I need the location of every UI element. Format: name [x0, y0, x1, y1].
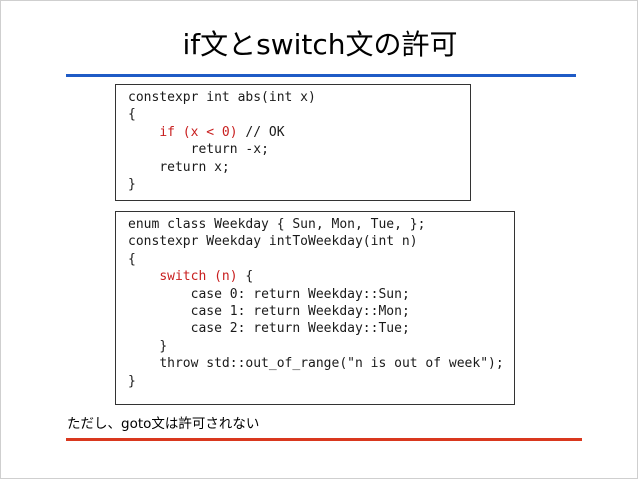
code-line: { — [128, 251, 136, 267]
code-line: } — [159, 338, 168, 354]
code-line: if (x < 0) // OK — [159, 124, 285, 140]
code-line: constexpr Weekday intToWeekday(int n) — [128, 234, 418, 250]
code-line: return -x; — [190, 142, 269, 158]
code-line: { — [128, 107, 136, 123]
keyword-switch: switch (n) — [159, 269, 238, 285]
code-line: case 2: return Weekday::Tue; — [190, 321, 410, 337]
title-underline — [66, 74, 576, 77]
code-line: return x; — [159, 159, 230, 175]
code-line: switch (n) { — [159, 269, 254, 285]
code-line: } — [128, 176, 136, 192]
code-line: constexpr int abs(int x) — [128, 90, 316, 105]
code-line: } — [128, 373, 136, 389]
keyword-if: if (x < 0) — [159, 124, 238, 140]
footnote: ただし、goto文は許可されない — [67, 416, 260, 432]
slide-title: if文とswitch文の許可 — [182, 28, 458, 61]
code-line: enum class Weekday { Sun, Mon, Tue, }; — [128, 217, 426, 232]
footer-rule — [66, 438, 582, 441]
code-line: case 1: return Weekday::Mon; — [190, 303, 410, 319]
code-line: case 0: return Weekday::Sun; — [190, 286, 410, 302]
code-line: throw std::out_of_range("n is out of wee… — [159, 356, 504, 372]
code-block-abs: constexpr int abs(int x) { if (x < 0) //… — [115, 84, 471, 201]
code-block-weekday: enum class Weekday { Sun, Mon, Tue, }; c… — [115, 211, 515, 405]
